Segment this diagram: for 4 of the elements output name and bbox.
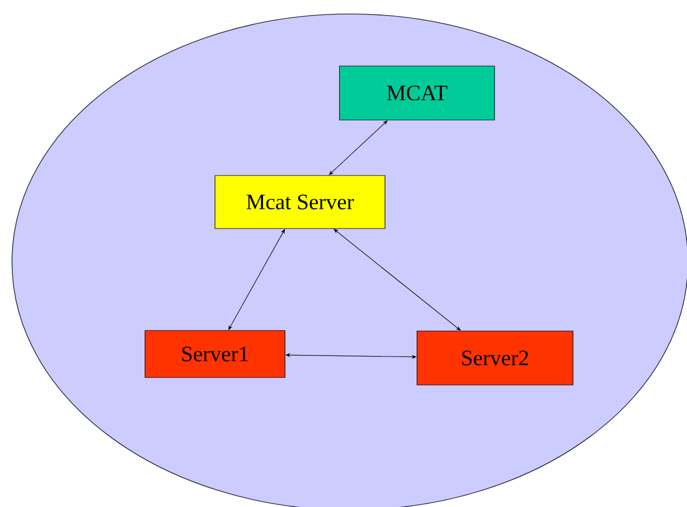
server-box: MCAT [339,66,495,120]
server-box: Server1 [144,330,286,378]
server-box: Server2 [416,330,574,386]
server-box: Mcat Server [214,175,386,229]
